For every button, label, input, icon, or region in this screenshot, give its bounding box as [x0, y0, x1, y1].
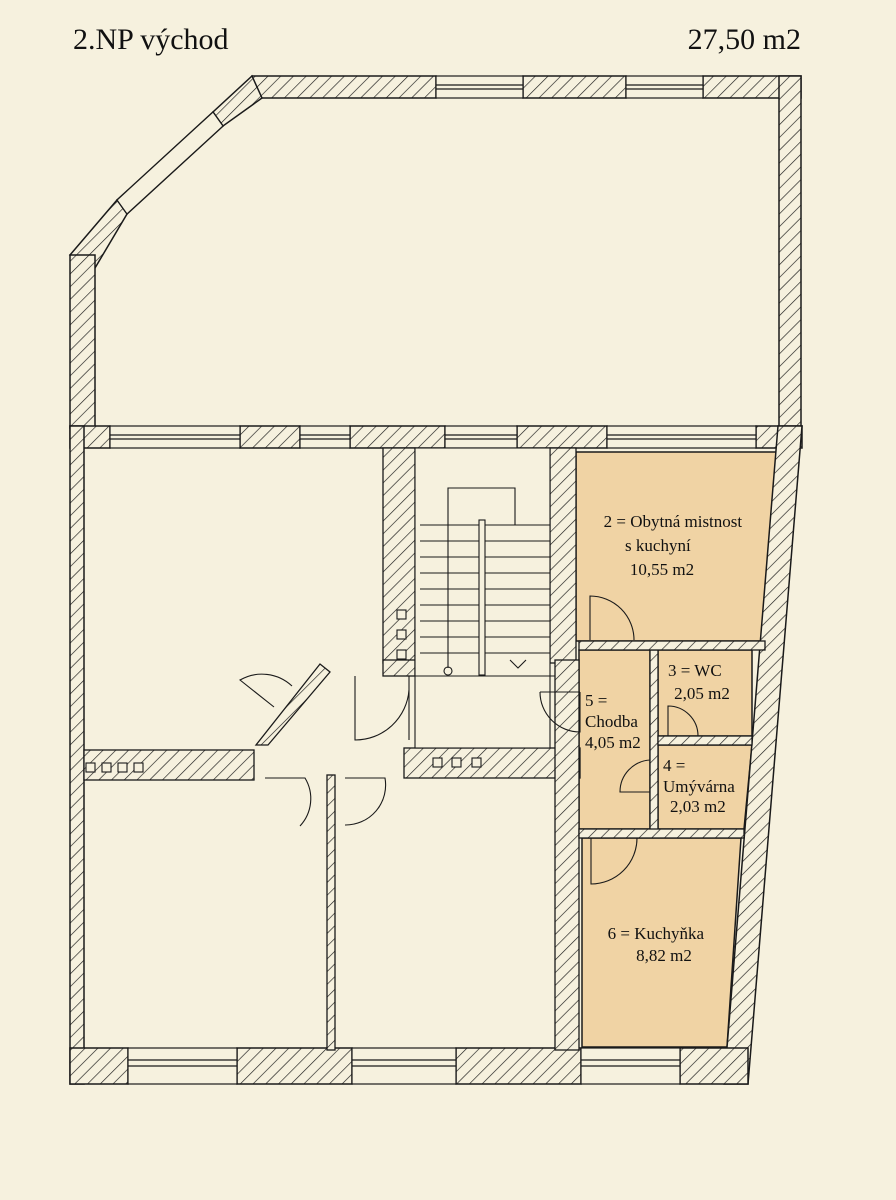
middle-wall-seg: [349, 425, 446, 449]
bottom-wall-seg: [236, 1047, 353, 1085]
top-wall-seg: [251, 75, 437, 99]
plan-title: 2.NP východ: [73, 23, 229, 56]
top-left-diagonal-wall: [212, 74, 263, 128]
left-wall-lower: [69, 425, 85, 1085]
room-4-label: 4 = Umývárna 2,03 m2: [663, 756, 739, 816]
room-2-label: 2 = Obytná mistnost s kuchyní 10,55 m2: [604, 512, 747, 579]
room-5-label: 5 = Chodba 4,05 m2: [585, 691, 642, 752]
middle-wall-seg: [516, 425, 608, 449]
bottom-wall-seg: [679, 1047, 749, 1085]
bottom-wall-seg: [69, 1047, 129, 1085]
windows: [109, 75, 757, 1085]
staircase: [410, 447, 555, 749]
ventilation-squares: [85, 609, 482, 773]
top-wall-seg: [522, 75, 627, 99]
left-wall-upper: [69, 254, 96, 429]
middle-wall-seg: [239, 425, 301, 449]
right-wall-upper: [778, 75, 802, 429]
room-6-label: 6 = Kuchyňka 8,82 m2: [608, 924, 709, 965]
total-area: 27,50 m2: [687, 23, 801, 56]
bottom-wall-seg: [455, 1047, 582, 1085]
room-3-label: 3 = WC 2,05 m2: [668, 661, 730, 703]
doors: [239, 595, 699, 885]
